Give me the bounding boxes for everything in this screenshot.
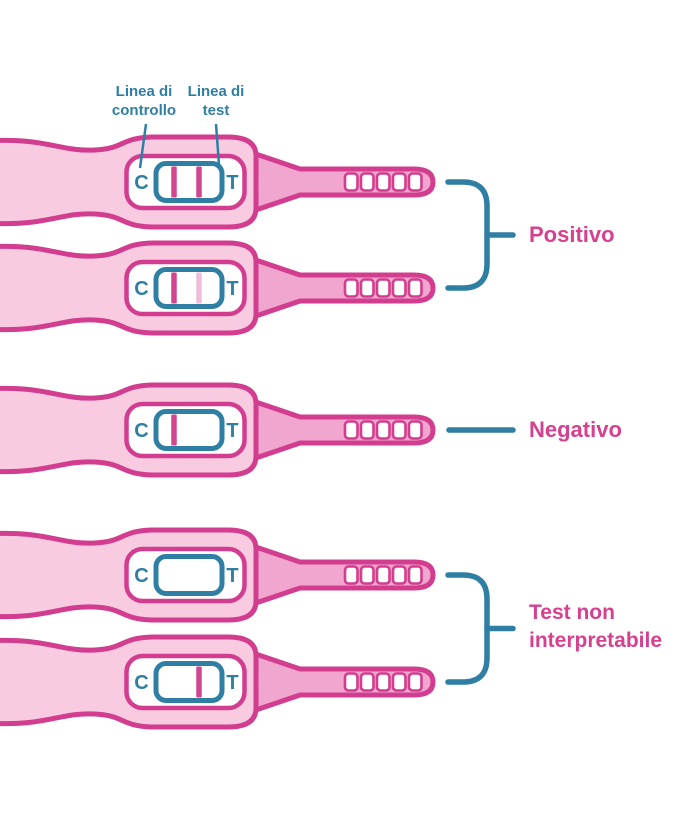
test-letter: T: [226, 278, 238, 300]
pregnancy-test-5: C T: [0, 634, 436, 730]
grip-notch: [407, 565, 423, 585]
control-line-strong: [171, 166, 177, 198]
result-label-positivo: Positivo: [529, 222, 615, 247]
positivo-bracket: [445, 179, 490, 291]
control-letter: C: [134, 672, 148, 694]
grip-notch: [359, 420, 375, 440]
non-interpretabile-bracket: [445, 572, 490, 685]
pregnancy-test-2: C T: [0, 240, 436, 336]
test-line-strong: [196, 666, 202, 698]
grip-notch: [407, 672, 423, 692]
grip-notch: [407, 420, 423, 440]
control-letter: C: [134, 172, 148, 194]
control-leader-line: [138, 123, 148, 169]
control-letter: C: [134, 278, 148, 300]
test-line-label: Linea di test: [187, 83, 245, 119]
control-letter: C: [134, 565, 148, 587]
grip-notch: [407, 172, 423, 192]
grip-notch: [359, 565, 375, 585]
grip-notch: [375, 278, 391, 298]
absorbent-stick: [250, 543, 436, 607]
grip-notch: [359, 672, 375, 692]
grip-notch: [375, 172, 391, 192]
pregnancy-test-4: C T: [0, 527, 436, 623]
absorbent-stick: [250, 256, 436, 320]
test-letter: T: [226, 565, 238, 587]
grip-notch: [391, 565, 407, 585]
grip-notch: [391, 672, 407, 692]
result-window: [153, 554, 225, 596]
pregnancy-test-1: C T: [0, 134, 436, 230]
control-line-label: Linea di controllo: [111, 83, 177, 119]
control-line-strong: [171, 272, 177, 304]
grip-notch: [375, 420, 391, 440]
result-label-non-interpretabile: Test non interpretabile: [529, 601, 663, 652]
pregnancy-test-3: C T: [0, 382, 436, 478]
control-letter: C: [134, 420, 148, 442]
test-line-strong: [196, 166, 202, 198]
test-letter: T: [226, 172, 238, 194]
grip-notch: [407, 278, 423, 298]
result-label-negativo: Negativo: [529, 417, 622, 442]
grip-notch: [359, 172, 375, 192]
grip-notch: [343, 278, 359, 298]
absorbent-stick: [250, 650, 436, 714]
grip-notch: [391, 172, 407, 192]
absorbent-stick: [250, 150, 436, 214]
result-window: [153, 661, 225, 703]
grip-notch: [375, 565, 391, 585]
control-line-strong: [171, 414, 177, 446]
test-leader-line: [214, 123, 221, 166]
grip-notch: [391, 278, 407, 298]
grip-notch: [391, 420, 407, 440]
test-letter: T: [226, 672, 238, 694]
absorbent-stick: [250, 398, 436, 462]
test-line-faint: [196, 272, 202, 304]
grip-notch: [343, 172, 359, 192]
grip-notch: [375, 672, 391, 692]
grip-notch: [343, 420, 359, 440]
grip-notch: [343, 565, 359, 585]
grip-notch: [359, 278, 375, 298]
grip-notch: [343, 672, 359, 692]
test-letter: T: [226, 420, 238, 442]
